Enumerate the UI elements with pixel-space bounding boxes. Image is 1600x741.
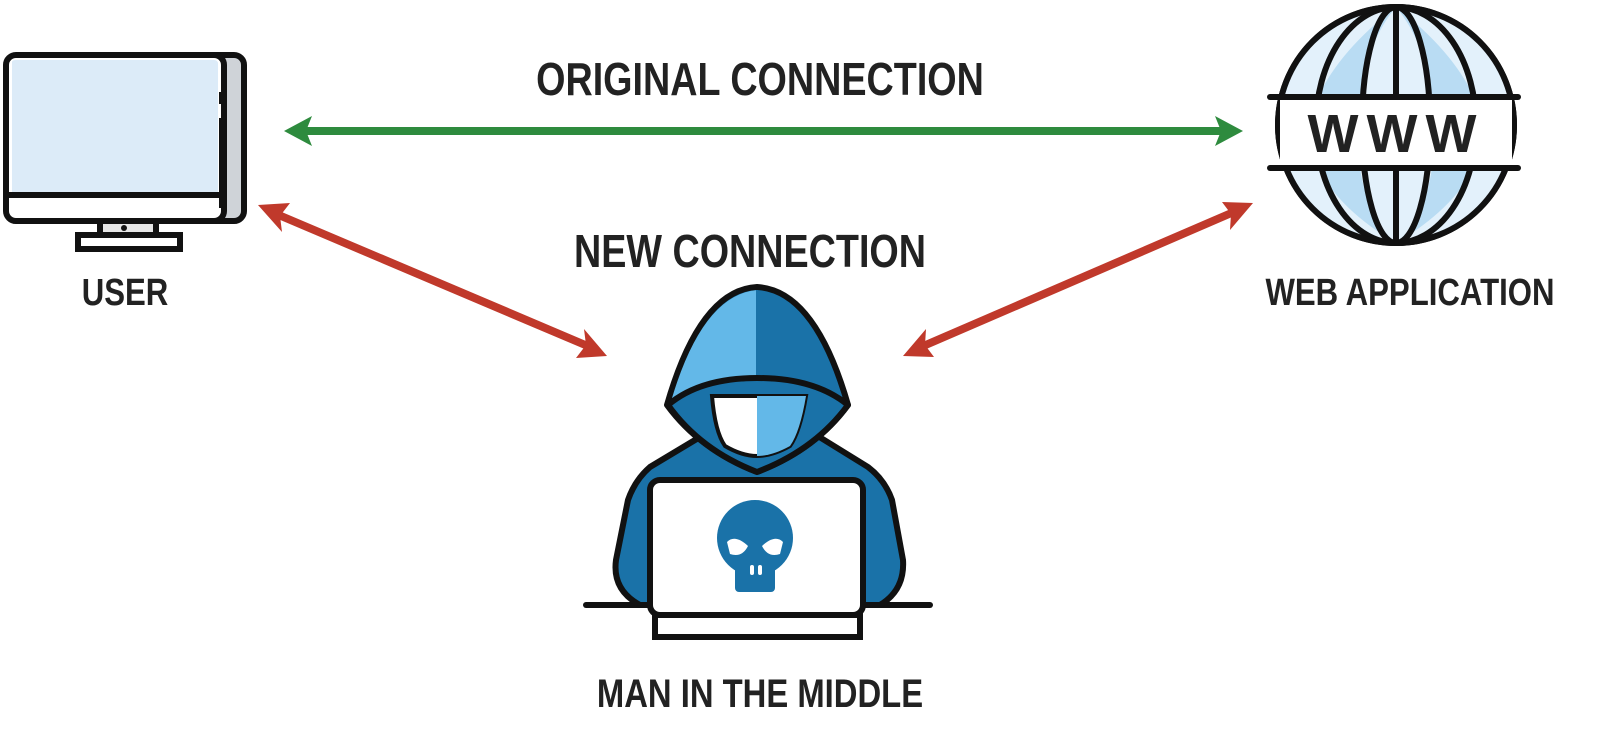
new-connection-label: NEW CONNECTION: [573, 225, 927, 277]
user-label: USER: [81, 272, 169, 314]
original-connection-label: ORIGINAL CONNECTION: [536, 53, 984, 105]
original-connection-arrow: [284, 116, 1243, 146]
monitor-icon: [3, 52, 247, 252]
globe-www-text: WWW: [1308, 104, 1485, 164]
new-connection-arrow-right: [903, 202, 1253, 357]
hacker-laptop-icon: [583, 284, 933, 640]
man-in-the-middle-label: MAN IN THE MIDDLE: [596, 672, 924, 716]
web-application-label: WEB APPLICATION: [1265, 272, 1555, 314]
new-connection-arrow-left: [258, 203, 607, 358]
globe-www-icon: WWW: [1267, 4, 1521, 246]
skull-icon: [717, 500, 793, 592]
